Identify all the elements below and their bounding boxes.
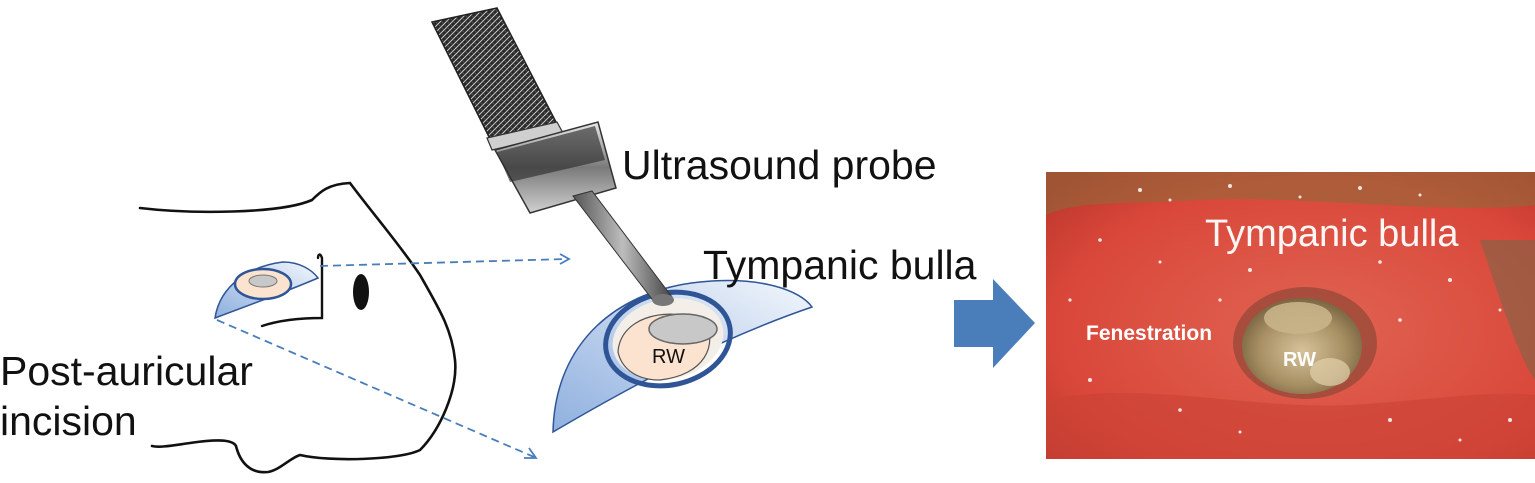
bulla-small <box>214 261 320 320</box>
round-window-label: RW <box>652 346 685 368</box>
ear-outline <box>260 253 324 328</box>
head-outline <box>138 181 457 474</box>
dashed-arrow-upper <box>319 253 571 267</box>
post-auricular-incision-label: Post-auricular incision <box>0 346 253 446</box>
block-arrow <box>954 279 1035 368</box>
surgical-photo <box>1046 172 1535 459</box>
photo-round-window-label: RW <box>1283 349 1316 371</box>
eye <box>353 274 369 310</box>
dashed-arrow-lower <box>216 319 538 459</box>
ultrasound-probe <box>430 7 674 306</box>
bulla-large <box>552 279 814 434</box>
incision-label-line1: Post-auricular <box>0 348 253 394</box>
tympanic-bulla-label: Tympanic bulla <box>703 242 977 288</box>
photo-tympanic-bulla-label: Tympanic bulla <box>1205 213 1459 255</box>
incision-label-line2: incision <box>0 398 137 444</box>
photo-fenestration-label: Fenestration <box>1086 322 1213 345</box>
ultrasound-probe-label: Ultrasound probe <box>622 142 937 188</box>
